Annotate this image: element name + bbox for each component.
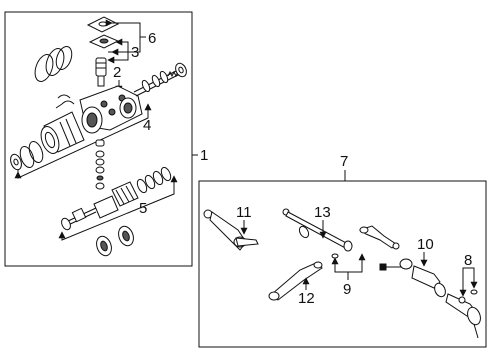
callout-11: 11: [236, 204, 252, 221]
callout-2: 2: [113, 64, 121, 81]
valve-spool-parts: [95, 139, 105, 190]
callout-3: 3: [131, 44, 139, 61]
worm-shaft: [133, 62, 187, 97]
gear-housing: [79, 85, 143, 134]
retaining-clips: [55, 94, 75, 109]
idler-arm: [268, 261, 323, 301]
callout-7: 7: [340, 153, 348, 170]
seal-rings-upper: [34, 45, 73, 82]
callout-4: 4: [143, 117, 151, 134]
steering-linkage-group: 7 11 12 13: [198, 153, 487, 348]
bolt: [379, 263, 402, 271]
sector-shaft-assembly: [61, 166, 172, 231]
seal-rings-lower: [10, 140, 44, 171]
bearings: [96, 225, 134, 257]
callout-6: 6: [148, 30, 156, 47]
inner-tie-rod: [358, 225, 400, 250]
callout-1: 1: [200, 147, 208, 164]
cover-plate: [86, 16, 120, 49]
callout-9: 9: [343, 281, 351, 298]
steering-gear-group: 1 6 3 2: [4, 11, 208, 267]
valve-stem: [95, 57, 107, 87]
callout-8: 8: [464, 252, 472, 269]
center-link: [282, 208, 353, 252]
rack-piston: [40, 111, 85, 154]
callout-13: 13: [314, 204, 331, 221]
outer-tie-rod-end: [445, 293, 481, 339]
callout-10: 10: [417, 236, 434, 253]
steering-linkage-frame: [198, 180, 487, 348]
callout-12: 12: [298, 290, 315, 307]
callout-5: 5: [139, 200, 147, 217]
steering-gear-frame: [4, 11, 193, 267]
pitman-arm: [203, 209, 259, 251]
adjuster-sleeve: [399, 258, 446, 298]
